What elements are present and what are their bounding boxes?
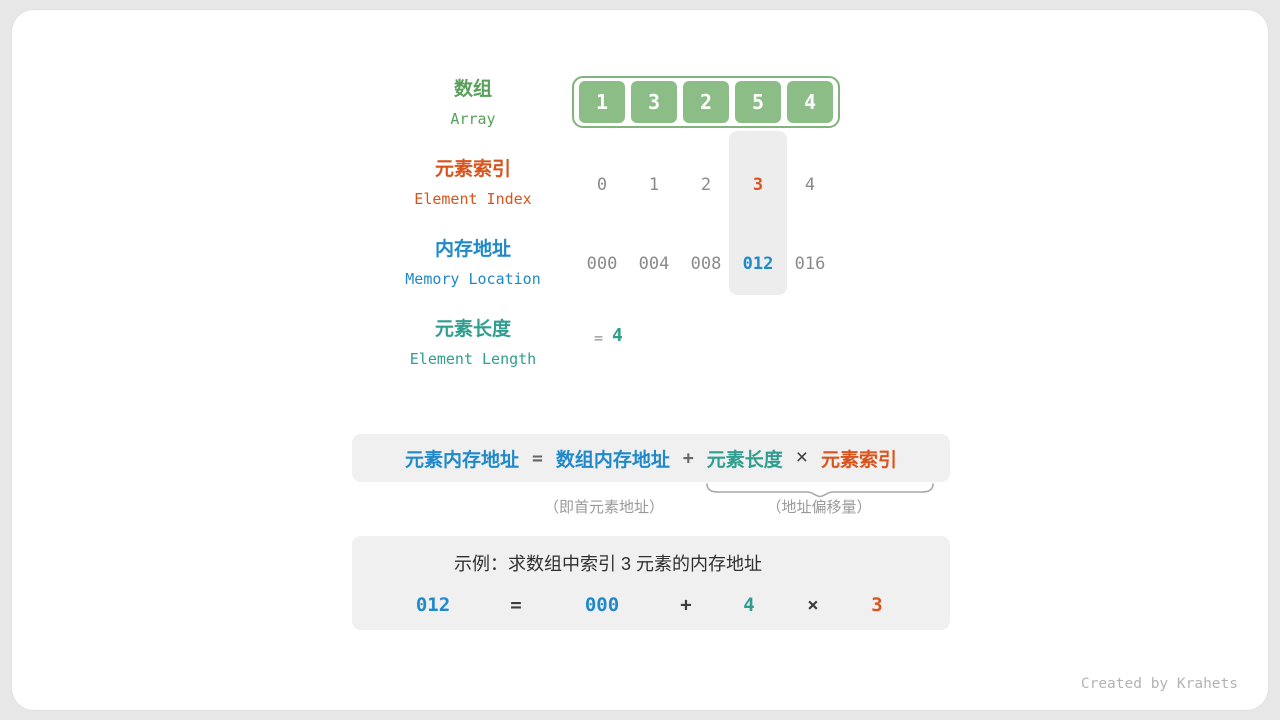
example-panel: 示例：求数组中索引 3 元素的内存地址 012 = 000 + 4 × 3 bbox=[352, 536, 950, 630]
array-label-zh: 数组 bbox=[453, 79, 492, 100]
memory-cell: 008 bbox=[690, 254, 722, 274]
array-label: 数组 Array bbox=[380, 78, 566, 128]
formula-plus: + bbox=[682, 447, 694, 469]
example-element-length: 4 bbox=[743, 594, 755, 616]
memory-cell: 016 bbox=[794, 254, 826, 274]
array-cell: 3 bbox=[631, 81, 677, 123]
index-cell: 4 bbox=[804, 175, 816, 195]
example-plus: + bbox=[680, 594, 692, 616]
element-index-label-zh: 元素索引 bbox=[434, 159, 511, 180]
index-cell-highlighted: 3 bbox=[752, 175, 764, 195]
element-length-equals: = bbox=[594, 329, 604, 347]
memory-location-label-zh: 内存地址 bbox=[434, 239, 511, 260]
formula-element-index: 元素索引 bbox=[820, 449, 897, 471]
element-index-label: 元素索引 Element Index bbox=[380, 158, 566, 208]
example-title: 示例：求数组中索引 3 元素的内存地址 bbox=[453, 554, 763, 574]
memory-cell: 000 bbox=[586, 254, 618, 274]
array-cell: 4 bbox=[787, 81, 833, 123]
element-length-label: 元素长度 Element Length bbox=[380, 318, 566, 368]
formula-element-length: 元素长度 bbox=[706, 449, 783, 471]
formula-array-address: 数组内存地址 bbox=[555, 449, 670, 471]
example-result: 012 bbox=[415, 594, 451, 616]
example-times: × bbox=[807, 594, 819, 616]
highlight-column-band bbox=[729, 131, 787, 295]
array-boxes: 1 3 2 5 4 bbox=[572, 76, 840, 128]
index-cell: 1 bbox=[648, 175, 660, 195]
array-cell: 1 bbox=[579, 81, 625, 123]
formula-equals: = bbox=[532, 447, 543, 469]
array-label-en: Array bbox=[450, 110, 496, 128]
example-equals: = bbox=[510, 594, 522, 616]
index-cell: 2 bbox=[700, 175, 712, 195]
note-address-offset: （地址偏移量） bbox=[766, 499, 872, 516]
memory-location-label: 内存地址 Memory Location bbox=[380, 238, 566, 288]
memory-cell-highlighted: 012 bbox=[742, 254, 774, 274]
element-length-value: 4 bbox=[612, 325, 623, 346]
element-length-label-zh: 元素长度 bbox=[434, 319, 511, 340]
note-first-element-address: （即首元素地址） bbox=[543, 499, 665, 516]
array-cell: 2 bbox=[683, 81, 729, 123]
memory-location-label-en: Memory Location bbox=[405, 270, 541, 288]
element-length-label-en: Element Length bbox=[409, 350, 537, 368]
formula-panel: 元素内存地址 = 数组内存地址 + 元素长度 × 元素索引 bbox=[352, 434, 950, 482]
watermark-credit: Created by Krahets bbox=[1080, 676, 1238, 692]
index-cell: 0 bbox=[596, 175, 608, 195]
formula-element-address: 元素内存地址 bbox=[404, 449, 519, 471]
element-index-label-en: Element Index bbox=[414, 190, 532, 208]
example-base-address: 000 bbox=[584, 594, 620, 616]
array-cell: 5 bbox=[735, 81, 781, 123]
example-element-index: 3 bbox=[871, 594, 883, 616]
memory-cell: 004 bbox=[638, 254, 670, 274]
formula-times: × bbox=[795, 446, 808, 469]
underbrace-bracket bbox=[706, 483, 934, 498]
